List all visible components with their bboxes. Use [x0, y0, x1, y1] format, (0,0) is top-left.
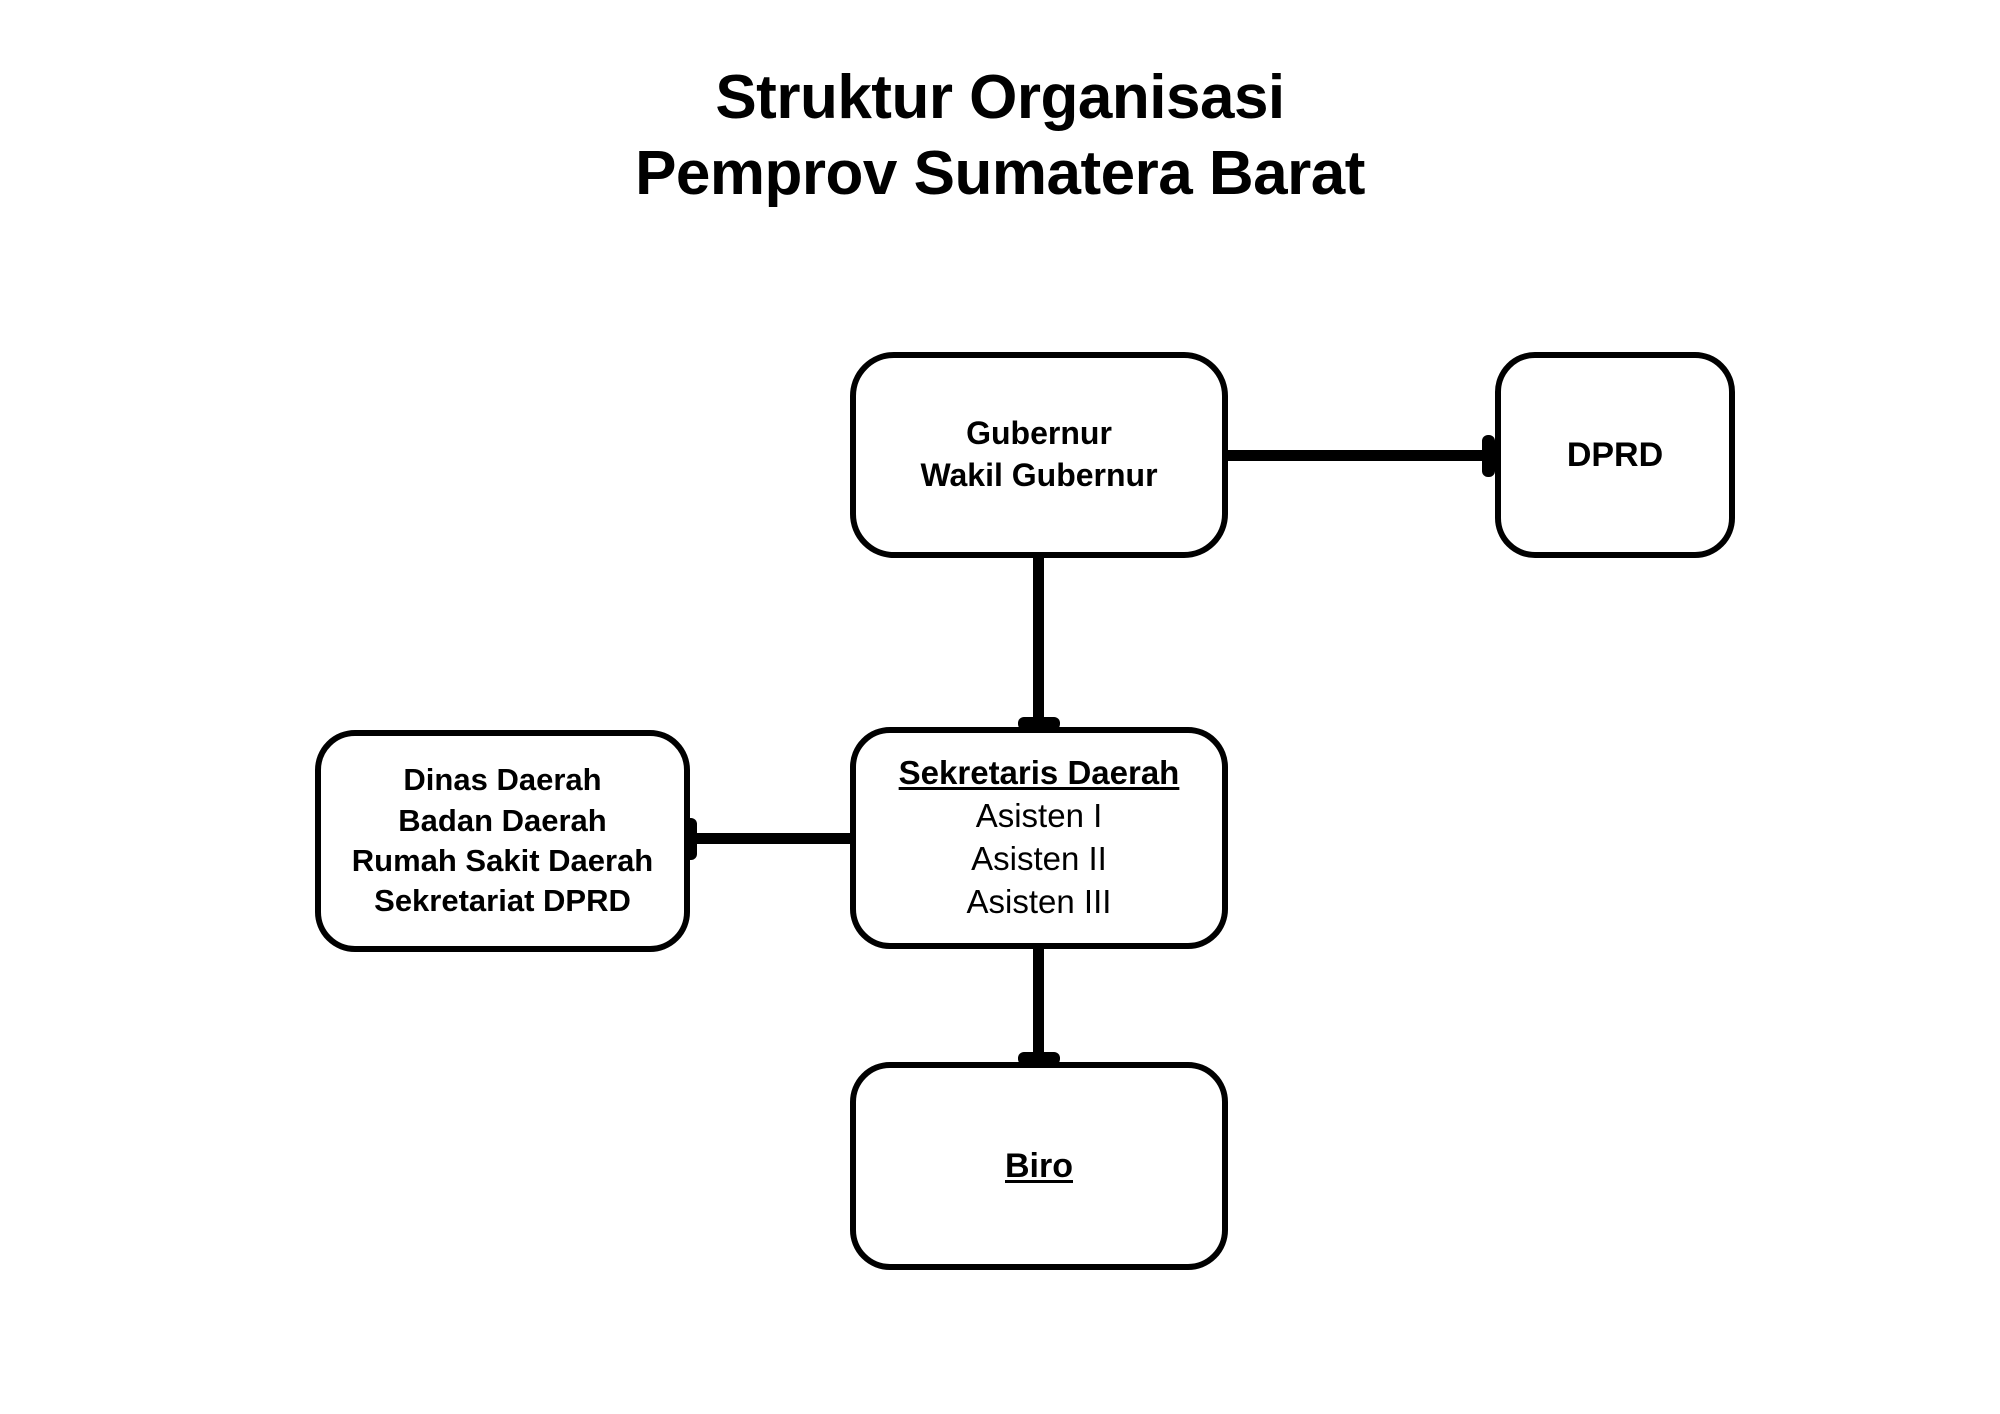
connector-gubernur-to-sekretaris-daerah — [1033, 553, 1044, 733]
connector-endpoint-biro — [1018, 1052, 1060, 1065]
node-sekretaris-daerah-asisten-3: Asisten III — [966, 882, 1112, 920]
connector-endpoint-sekretaris-daerah — [1018, 717, 1060, 730]
chart-title-line-1: Struktur Organisasi — [715, 63, 1285, 132]
node-dprd-label: DPRD — [1566, 435, 1664, 474]
connector-endpoint-dprd — [1482, 435, 1495, 477]
node-dprd[interactable]: DPRD — [1495, 352, 1735, 558]
node-biro[interactable]: Biro — [850, 1062, 1228, 1270]
node-gubernur[interactable]: Gubernur Wakil Gubernur — [850, 352, 1228, 558]
node-dinas-daerah-line-2: Badan Daerah — [398, 802, 607, 838]
connector-sekretaris-daerah-to-dinas-daerah — [690, 833, 855, 844]
node-dinas-daerah-line-4: Sekretariat DPRD — [374, 883, 631, 919]
connector-gubernur-to-dprd — [1222, 450, 1500, 461]
node-dinas-daerah-group[interactable]: Dinas Daerah Badan Daerah Rumah Sakit Da… — [315, 730, 690, 952]
node-gubernur-line-1: Gubernur — [966, 415, 1112, 452]
connector-sekretaris-daerah-to-biro — [1033, 944, 1044, 1068]
node-sekretaris-daerah[interactable]: Sekretaris Daerah Asisten I Asisten II A… — [850, 727, 1228, 949]
node-sekretaris-daerah-asisten-1: Asisten I — [975, 797, 1103, 835]
node-dinas-daerah-line-1: Dinas Daerah — [403, 762, 602, 798]
chart-title: Struktur Organisasi Pemprov Sumatera Bar… — [0, 60, 2000, 211]
node-biro-label: Biro — [1005, 1146, 1073, 1185]
node-sekretaris-daerah-heading: Sekretaris Daerah — [898, 754, 1180, 792]
node-gubernur-line-2: Wakil Gubernur — [920, 457, 1158, 493]
node-dinas-daerah-line-3: Rumah Sakit Daerah — [351, 843, 654, 878]
chart-title-line-2: Pemprov Sumatera Barat — [635, 138, 1365, 208]
node-sekretaris-daerah-asisten-2: Asisten II — [971, 840, 1107, 877]
